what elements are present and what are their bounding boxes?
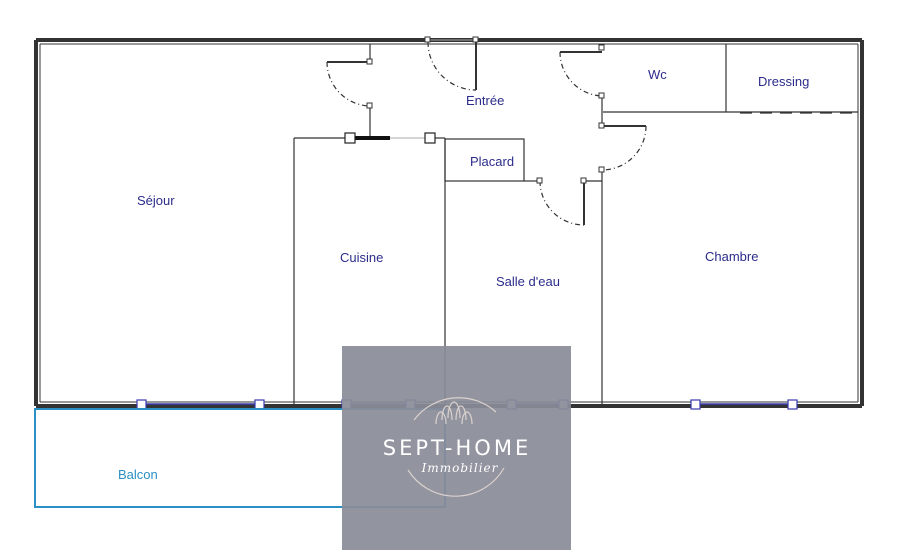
room-label-balcon: Balcon [118, 467, 158, 482]
room-label-salle-deau: Salle d'eau [496, 274, 560, 289]
room-label-chambre: Chambre [705, 249, 758, 264]
watermark-logo-icon [407, 397, 505, 497]
watermark-subtitle: Immobilier [421, 461, 499, 475]
doors [326, 39, 647, 226]
kitchen-opening [344, 132, 436, 144]
room-label-sejour: Séjour [137, 193, 175, 208]
watermark-background [342, 346, 571, 550]
room-label-entree: Entrée [466, 93, 504, 108]
room-label-placard: Placard [470, 154, 514, 169]
watermark-brand: SEPT-HOME [383, 436, 531, 460]
room-label-cuisine: Cuisine [340, 250, 383, 265]
room-label-wc: Wc [648, 67, 667, 82]
room-label-dressing: Dressing [758, 74, 809, 89]
watermark: SEPT-HOME Immobilier [342, 346, 571, 550]
door-hinges [366, 36, 605, 184]
interior-walls [293, 44, 858, 404]
